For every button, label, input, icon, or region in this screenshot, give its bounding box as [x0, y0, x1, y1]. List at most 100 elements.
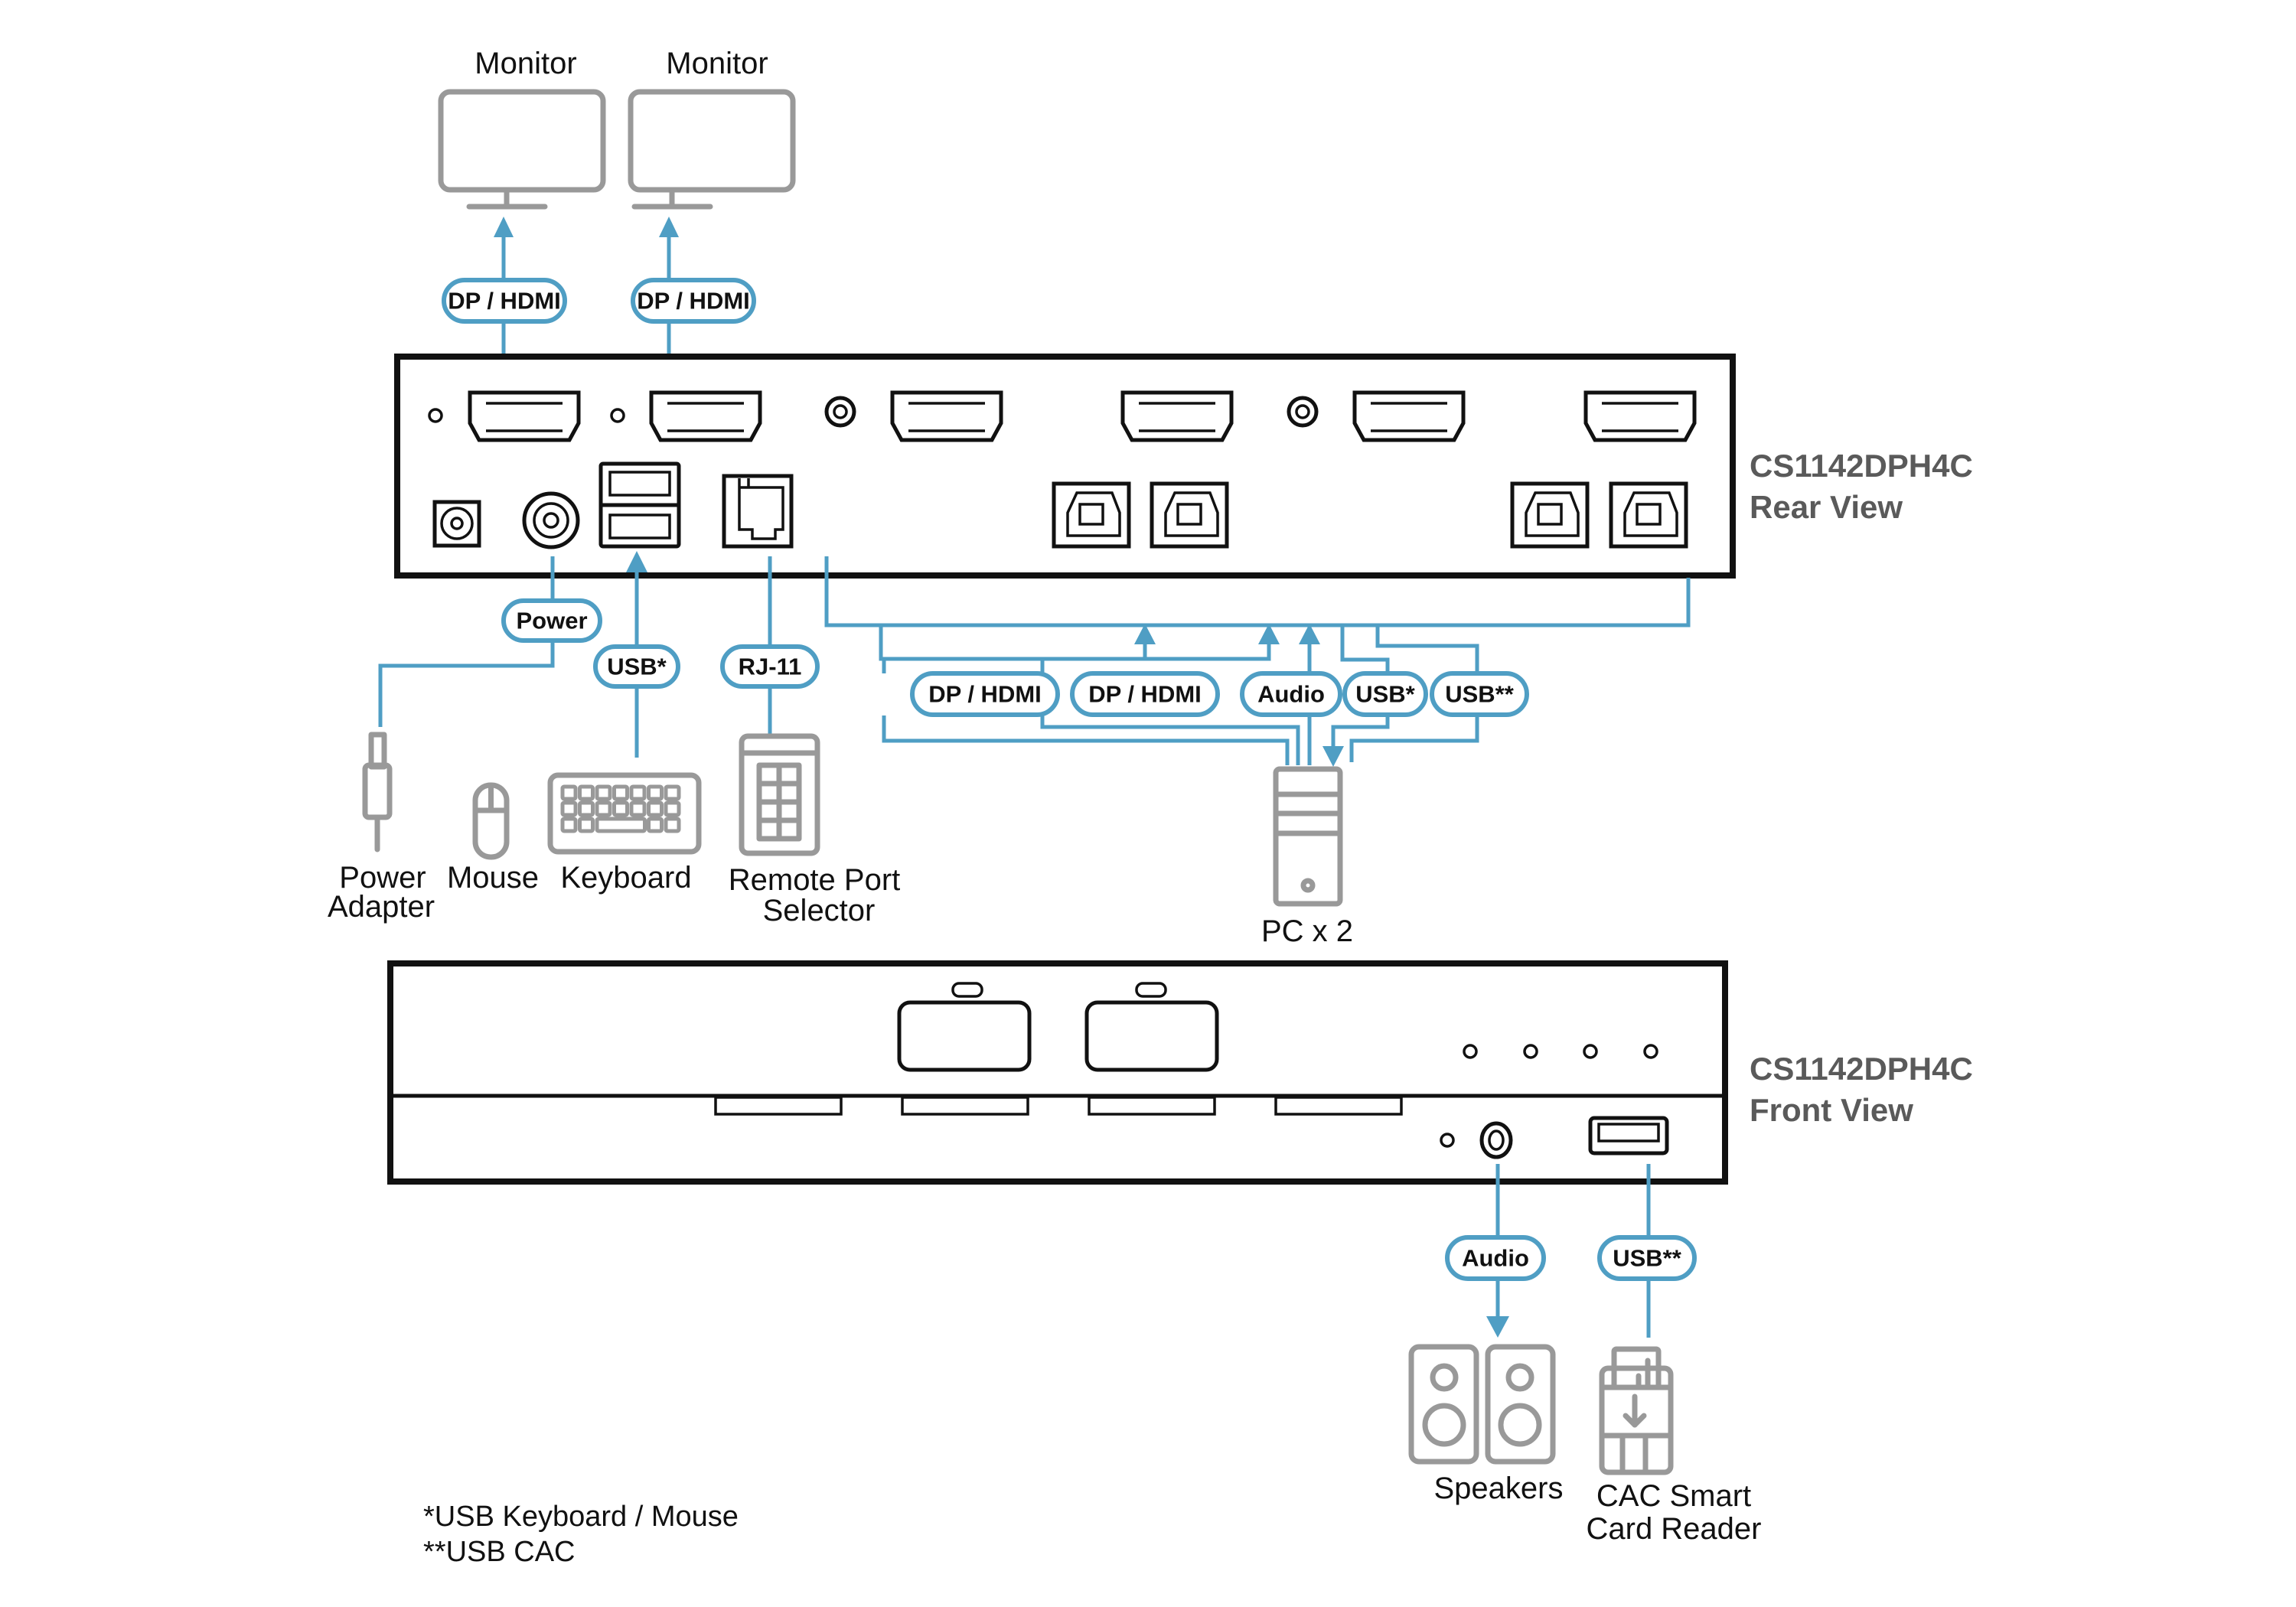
pc-1-led: [951, 982, 983, 998]
speaker-icon: [1408, 1344, 1479, 1465]
card-reader-icon: [1599, 1346, 1674, 1475]
dp-port-pc-2a: [1352, 390, 1466, 442]
cable-label-pc-audio: Audio: [1240, 671, 1342, 717]
audio-jack-pc-2: [1287, 396, 1319, 428]
mouse-label: Mouse: [447, 861, 539, 895]
remote-port-selector: Remote Port Selector: [729, 733, 901, 927]
pc-label: PC x 2: [1261, 914, 1353, 948]
audio-jack-pc-1: [824, 396, 856, 428]
monitor-1-label: Monitor: [475, 47, 576, 80]
svg-text:USB**: USB**: [1445, 681, 1515, 708]
front-view-title-label: Front View: [1750, 1092, 1913, 1128]
remote-selector-label-2: Selector: [763, 894, 876, 927]
mouse-icon: [472, 782, 510, 860]
arrow-down-icon: [1486, 1316, 1509, 1338]
pc-2-led: [1135, 982, 1167, 998]
arrow-up-icon: [1258, 624, 1280, 644]
arrow-up-icon: [626, 551, 647, 572]
power-switch: [522, 491, 580, 549]
monitor-2: Monitor: [628, 47, 796, 210]
pc-wires: [824, 556, 1691, 767]
cable-label-pc-usb-cac: USB**: [1430, 671, 1529, 717]
front-usb-cac-port: [1588, 1116, 1669, 1156]
front-tabs: [714, 1096, 1403, 1116]
svg-text:RJ-11: RJ-11: [739, 654, 802, 680]
cable-label-front-usb-cac: USB**: [1597, 1235, 1697, 1281]
cable-label-monitor-1: DP / HDMI: [442, 278, 567, 324]
cable-label-front-audio: Audio: [1445, 1235, 1546, 1281]
monitor-2-label: Monitor: [666, 47, 768, 80]
led-indicator: [610, 408, 625, 423]
power-plug-icon: [362, 732, 393, 852]
monitor-icon: [628, 89, 796, 210]
svg-text:DP / HDMI: DP / HDMI: [1088, 681, 1202, 708]
cable-label-pc-usb: USB*: [1342, 671, 1428, 717]
svg-text:Audio: Audio: [1257, 681, 1325, 708]
speakers: Speakers: [1408, 1344, 1564, 1505]
monitor-1: Monitor: [438, 47, 606, 210]
speaker-icon: [1485, 1344, 1556, 1465]
front-chassis: [387, 960, 1728, 1185]
power-adapter-label-2: Adapter: [328, 890, 435, 924]
mouse: Mouse: [447, 782, 539, 895]
led-indicator: [428, 408, 443, 423]
pc-1-select-button: [897, 1000, 1032, 1072]
rear-view-title-model: CS1142DPH4C: [1750, 448, 1973, 484]
svg-text:USB*: USB*: [1355, 681, 1415, 708]
rear-view-title-label: Rear View: [1750, 489, 1903, 525]
svg-text:Audio: Audio: [1462, 1245, 1529, 1272]
pc: PC x 2: [1261, 766, 1353, 948]
dp-port-console-2: [649, 390, 762, 442]
cable-label-pc-video-2: DP / HDMI: [1070, 671, 1220, 717]
usb-b-ports-pc-2: [1510, 481, 1688, 549]
video-ports: [428, 390, 1697, 442]
port-select-buttons: [897, 982, 1219, 1072]
svg-text:Power: Power: [516, 608, 587, 634]
cable-label-usb-console: USB*: [593, 644, 680, 689]
led-indicator: [1440, 1133, 1455, 1148]
status-leds: [1463, 1044, 1658, 1059]
keyboard: Keyboard: [547, 772, 702, 895]
rj11-port: [722, 474, 794, 549]
footnote-usb-cac: **USB CAC: [423, 1536, 576, 1568]
remote-selector-label-1: Remote Port: [729, 863, 901, 897]
keypad-icon: [739, 733, 820, 856]
power-jack: [432, 500, 481, 548]
cable-label-power: Power: [501, 598, 602, 643]
svg-text:USB**: USB**: [1613, 1245, 1682, 1272]
cable-label-pc-video-1: DP / HDMI: [910, 671, 1060, 717]
svg-text:DP / HDMI: DP / HDMI: [928, 681, 1042, 708]
arrow-up-icon: [494, 217, 514, 237]
power-adapter: Power Adapter: [328, 732, 435, 924]
cable-label-monitor-2: DP / HDMI: [631, 278, 756, 324]
svg-text:DP / HDMI: DP / HDMI: [448, 288, 561, 315]
svg-text:DP / HDMI: DP / HDMI: [637, 288, 750, 315]
arrow-up-icon: [659, 217, 679, 237]
cac-label-1: CAC Smart: [1596, 1479, 1751, 1513]
pc-tower-icon: [1273, 766, 1343, 907]
usb-a-console-ports: [598, 461, 681, 549]
arrow-up-icon: [1134, 624, 1156, 644]
front-view-title-model: CS1142DPH4C: [1750, 1051, 1973, 1087]
usb-b-ports-pc-1: [1052, 481, 1229, 549]
footnote-usb-keyboard-mouse: *USB Keyboard / Mouse: [423, 1501, 739, 1533]
arrow-up-icon: [1299, 624, 1320, 644]
dp-port-console-1: [468, 390, 581, 442]
dp-port-pc-1a: [890, 390, 1003, 442]
keyboard-label: Keyboard: [560, 861, 691, 895]
svg-text:USB*: USB*: [607, 654, 667, 680]
speakers-label: Speakers: [1434, 1472, 1564, 1505]
cable-label-rj11: RJ-11: [720, 644, 820, 689]
cac-smart-card-reader: CAC Smart Card Reader: [1586, 1346, 1762, 1546]
rear-chassis: [394, 354, 1736, 579]
power-adapter-label-1: Power: [339, 861, 426, 895]
console-wires: [378, 551, 772, 758]
front-audio-jack: [1479, 1121, 1513, 1159]
monitor-icon: [438, 89, 606, 210]
cac-label-2: Card Reader: [1586, 1512, 1761, 1546]
dp-port-pc-1b: [1120, 390, 1234, 442]
keyboard-icon: [547, 772, 702, 855]
pc-2-select-button: [1084, 1000, 1219, 1072]
dp-port-pc-2b: [1583, 390, 1697, 442]
